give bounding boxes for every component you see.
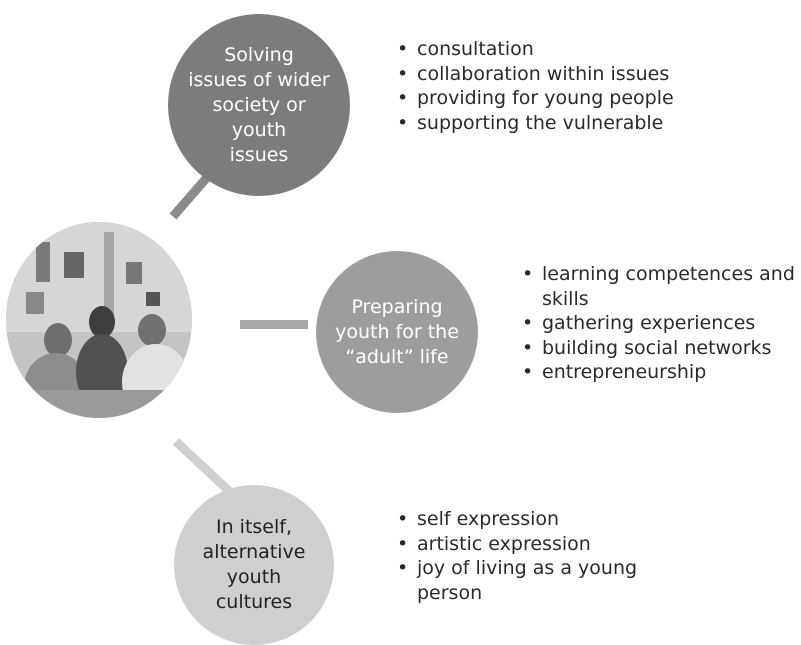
circle-bottom-line: cultures (215, 591, 293, 613)
circle-top-line: issues of wider (188, 68, 330, 91)
circle-top-line: issues (229, 143, 289, 166)
circle-top-line: Solving (224, 43, 294, 66)
group-photo-illustration (6, 222, 192, 418)
list-item: learning competences and skills (520, 262, 800, 311)
list-item: collaboration within issues (395, 62, 725, 87)
circle-preparing-youth: Preparing youth for the “adult” life (316, 251, 478, 413)
list-item: entrepreneurship (520, 360, 800, 385)
list-item: building social networks (520, 336, 800, 361)
circle-youth-cultures-text: In itself, alternative youth cultures (203, 515, 306, 615)
circle-bottom-line: youth (226, 566, 282, 588)
list-item: supporting the vulnerable (395, 111, 725, 136)
list-item: joy of living as a young person (395, 556, 695, 605)
circle-solving-issues: Solving issues of wider society or youth… (168, 14, 350, 196)
list-item: artistic expression (395, 532, 695, 557)
list-solving-issues: consultation collaboration within issues… (395, 37, 725, 135)
list-item: self expression (395, 507, 695, 532)
list-youth-cultures: self expression artistic expression joy … (395, 507, 695, 605)
connector-bottom (172, 438, 232, 494)
circle-middle-line: “adult” life (345, 345, 449, 368)
circle-top-line: society or (212, 93, 306, 116)
connector-middle (240, 320, 308, 329)
circle-top-line: youth (231, 118, 287, 141)
circle-preparing-youth-text: Preparing youth for the “adult” life (335, 295, 459, 370)
list-preparing-youth: learning competences and skills gatherin… (520, 262, 800, 385)
list-item: gathering experiences (520, 311, 800, 336)
circle-solving-issues-text: Solving issues of wider society or youth… (188, 43, 329, 168)
circle-bottom-line: In itself, (215, 516, 292, 538)
circle-youth-cultures: In itself, alternative youth cultures (174, 485, 334, 645)
circle-bottom-line: alternative (202, 541, 306, 563)
list-item: consultation (395, 37, 725, 62)
list-item: providing for young people (395, 86, 725, 111)
circle-middle-line: Preparing (351, 295, 443, 318)
circle-middle-line: youth for the (335, 320, 459, 343)
group-photo (6, 222, 192, 418)
